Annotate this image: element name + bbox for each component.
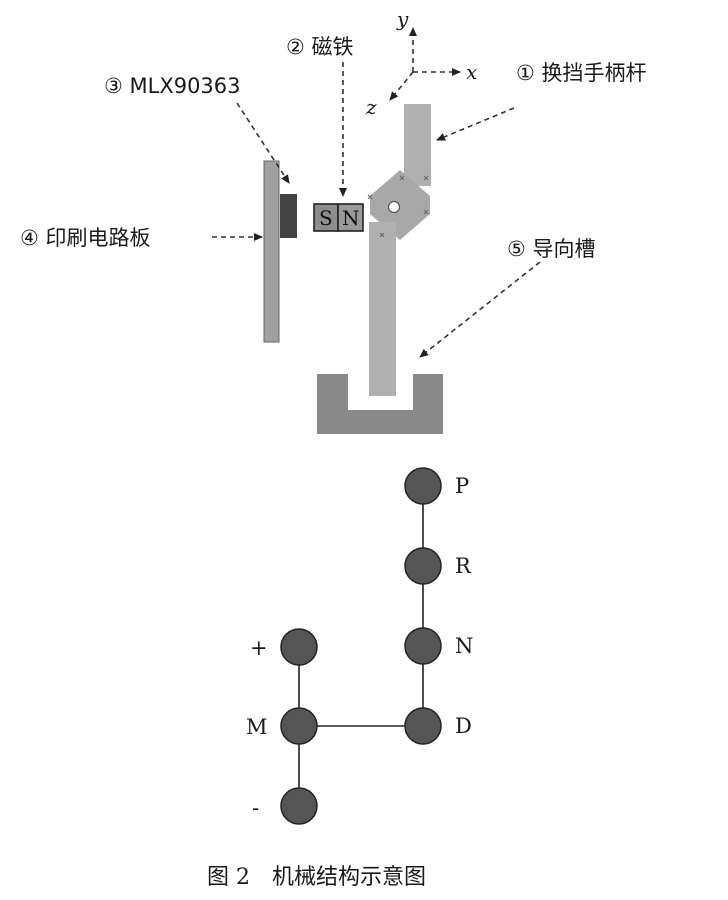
magnet-north-label: N (342, 206, 360, 230)
gear-shift-lever (367, 104, 431, 396)
magnet-north-pole (337, 203, 364, 232)
x-axis-label: x (466, 60, 477, 84)
gear-label-p: P (455, 474, 469, 498)
y-axis-label: y (396, 7, 409, 31)
z-axis (389, 71, 414, 101)
gear-node-n (404, 627, 442, 665)
lever-lower-segment (369, 222, 396, 396)
coordinate-axes: y x z (365, 7, 477, 119)
gear-label-d: D (455, 714, 472, 738)
gear-label-r: R (455, 554, 472, 578)
magnet: S N (313, 203, 364, 232)
sensor-leader-line (236, 102, 290, 184)
figure-caption: 图 2 机械结构示意图 (207, 865, 426, 890)
pcb-label: ④ 印刷电路板 (20, 226, 151, 250)
sensor-label: ③ MLX90363 (104, 74, 241, 98)
pivot-point (387, 200, 401, 214)
z-axis-label: z (365, 95, 377, 119)
gear-node-m (280, 707, 318, 745)
guide-groove (317, 374, 443, 434)
gear-node-minus (280, 787, 318, 825)
gear-node-r (404, 547, 442, 585)
magnet-south-label: S (319, 206, 333, 230)
gear-node-p (404, 467, 442, 505)
gear-label-m: M (246, 715, 268, 739)
gear-label-plus: + (250, 636, 268, 660)
groove-label: ⑤ 导向槽 (507, 237, 596, 261)
mlx90363-sensor-chip (280, 194, 297, 238)
gear-label-minus: - (252, 796, 259, 820)
gear-shift-pattern: P R N D + M - (246, 467, 473, 825)
lever-label: ① 换挡手柄杆 (516, 61, 647, 85)
gear-node-plus (280, 628, 318, 666)
printed-circuit-board (263, 160, 280, 343)
groove-leader-line (419, 261, 541, 358)
lever-upper-segment (404, 104, 431, 186)
magnet-label: ② 磁铁 (286, 35, 354, 59)
lever-leader-line (436, 107, 515, 141)
assembly: y x z S N (20, 7, 647, 434)
gear-node-d (404, 707, 442, 745)
joint-marks (367, 175, 429, 238)
gear-label-n: N (455, 634, 473, 658)
